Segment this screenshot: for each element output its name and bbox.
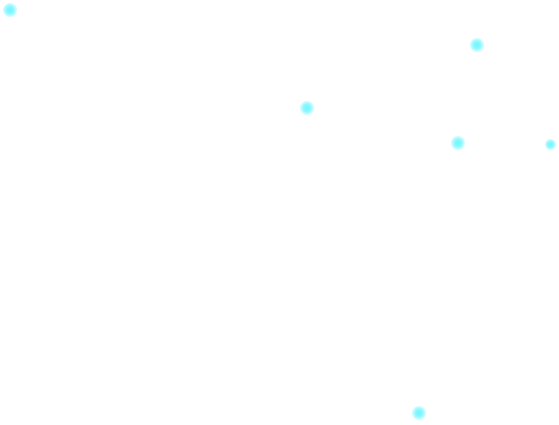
glow-dot-icon [412,406,426,420]
glow-dot-icon [545,139,556,150]
glow-dot-icon [451,136,465,150]
glow-dot-icon [3,3,17,17]
glow-dot-icon [470,38,484,52]
glow-dot-icon [300,101,314,115]
